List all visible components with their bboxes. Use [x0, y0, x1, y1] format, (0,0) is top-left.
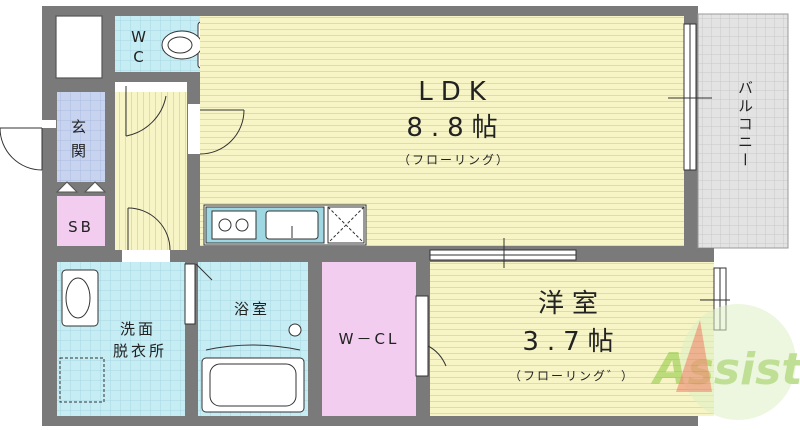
- bathtub-icon: [201, 323, 305, 413]
- entrance-label-1: 玄: [71, 118, 89, 136]
- bath-label: 浴室: [234, 300, 270, 318]
- balcony-label: バルコニー: [736, 80, 754, 170]
- kitchen-counter: [203, 204, 367, 246]
- shoe-step-icon: [55, 181, 107, 193]
- entrance: [57, 92, 105, 182]
- wash-door: [184, 263, 213, 325]
- western-room-size: 3.7帖: [522, 327, 621, 357]
- wc-label-2: C: [133, 48, 146, 66]
- ldk-name: LDK: [418, 77, 494, 107]
- watermark-logo: Assist: [651, 304, 800, 420]
- entrance-label-2: 関: [71, 142, 89, 160]
- washroom-label-1: 洗面: [120, 320, 156, 338]
- western-sliding-door: [429, 238, 577, 268]
- pipe-space: [55, 15, 103, 79]
- closet-door: [415, 295, 447, 377]
- washing-machine-icon: [59, 357, 105, 403]
- wash-swing-door: [122, 207, 171, 262]
- western-room: [430, 262, 714, 416]
- western-room-name: 洋室: [538, 289, 606, 319]
- sink-icon: [265, 210, 319, 240]
- washbasin-icon: [61, 269, 99, 327]
- corridor-door-opening: [115, 82, 187, 92]
- watermark-text: Assist: [651, 344, 800, 395]
- shoe-box-label: SB: [68, 218, 94, 236]
- ldk-window: [668, 23, 712, 171]
- western-room-floor: （フローリング゛）: [509, 369, 635, 383]
- balcony: [697, 13, 789, 249]
- walk-in-closet: [322, 262, 416, 416]
- ldk-door: [188, 104, 245, 155]
- wc-label-1: W: [131, 28, 149, 46]
- ldk-size: 8.8帖: [406, 113, 505, 143]
- shoe-box: [57, 196, 105, 246]
- entrance-door: [0, 120, 56, 171]
- closet-label: W－CL: [339, 330, 400, 348]
- ldk-floor: （フローリング）: [398, 153, 510, 167]
- corridor: [115, 82, 187, 250]
- washroom-label-2: 脱衣所: [113, 342, 167, 360]
- wc-door: [125, 86, 167, 137]
